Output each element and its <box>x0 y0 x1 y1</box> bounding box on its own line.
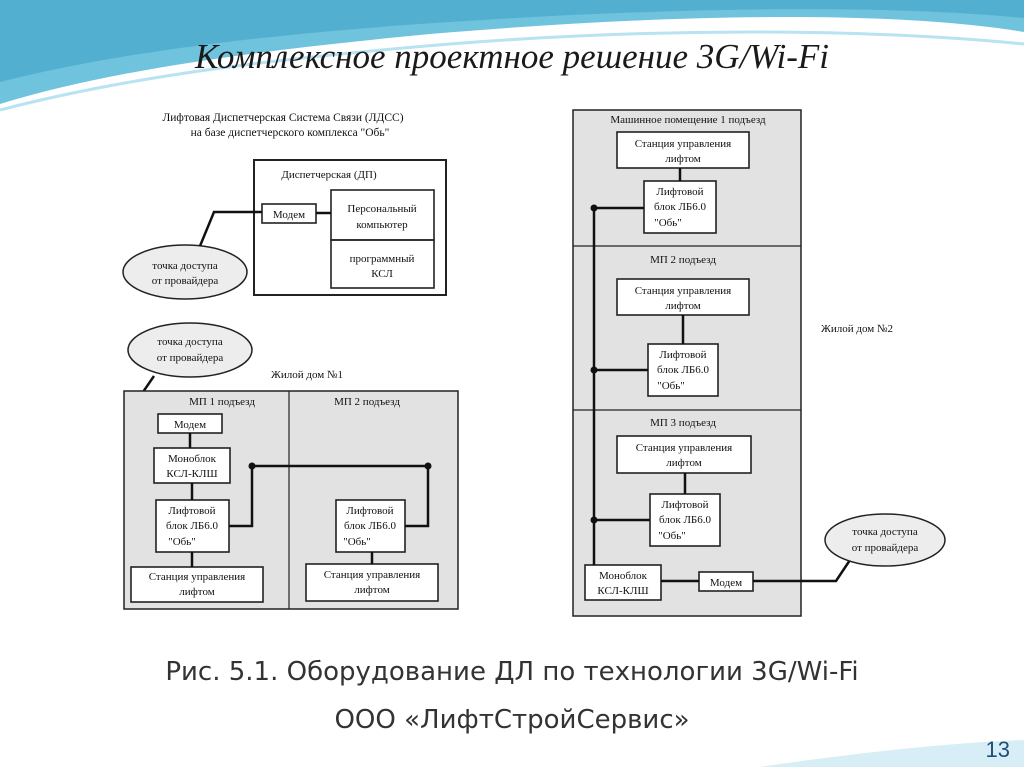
house2-lift-block-2-line2: блок ЛБ6.0 <box>657 364 709 376</box>
house2-lift-block-2 <box>647 343 719 397</box>
house2-lift-block-1-line1: Лифтовой <box>656 186 703 198</box>
house1-station-2 <box>305 563 439 602</box>
house2-label: Жилой дом №2 <box>821 323 893 335</box>
house1-lift-block-2-line3: "Обь" <box>343 536 371 548</box>
house2-lift-block-3-line2: блок ЛБ6.0 <box>659 514 711 526</box>
house1-bus-line <box>229 464 430 528</box>
house1-monoblock-line1: Моноблок <box>168 453 217 465</box>
access-point-top: точка доступа от провайдера <box>122 210 262 300</box>
house2-monoblock-box <box>584 564 662 601</box>
access-point-top-line2: от провайдера <box>152 275 219 287</box>
footer-wave <box>760 740 1024 767</box>
access-point-right-ellipse <box>824 513 946 567</box>
house1-mp1-label: МП 1 подъезд <box>189 396 255 408</box>
house2-lift-block-3-line3: "Обь" <box>658 530 686 542</box>
house2-station-3-line1: Станция управления <box>636 442 733 454</box>
ldss-heading-line1: Лифтовая Диспетчерская Система Связи (ЛД… <box>162 112 403 124</box>
software-box <box>330 239 435 289</box>
house1-junction-1 <box>248 462 256 470</box>
house1-label: Жилой дом №1 <box>271 369 343 381</box>
house1-lift-block-1-line3: "Обь" <box>168 536 196 548</box>
house2-station-1-line1: Станция управления <box>635 138 732 150</box>
house2-station-2-line1: Станция управления <box>635 285 732 297</box>
access-point-left-line1: точка доступа <box>157 336 223 348</box>
dispatch-room-frame <box>253 159 447 296</box>
house1-station-1-line2: лифтом <box>179 586 214 598</box>
house2-junction-3 <box>590 516 598 524</box>
house1-mp2-label: МП 2 подъезд <box>334 396 400 408</box>
access-point-top-ellipse <box>122 244 248 300</box>
access-point-right-line2: от провайдера <box>852 542 919 554</box>
house1-links <box>188 433 430 567</box>
house1-station-1-line1: Станция управления <box>149 571 246 583</box>
house2-lift-block-2-line1: Лифтовой <box>659 349 706 361</box>
house1-station-2-line1: Станция управления <box>324 569 421 581</box>
access-point-right: точка доступа от провайдера <box>824 513 946 567</box>
figure-caption: Рис. 5.1. Оборудование ДЛ по технологии … <box>165 657 859 687</box>
house1: Жилой дом №1 МП 1 подъезд МП 2 подъезд М… <box>123 369 459 610</box>
access-point-right-line1: точка доступа <box>852 526 918 538</box>
house1-modem-label: Модем <box>174 419 206 431</box>
house2-station-3 <box>616 435 752 474</box>
house2-mp3-label: МП 3 подъезд <box>650 417 716 429</box>
house2-station-1 <box>616 131 750 169</box>
house2-mp2-label: МП 2 подъезд <box>650 254 716 266</box>
house2-station-2-line2: лифтом <box>665 300 700 312</box>
header-wave-front <box>0 0 1024 82</box>
house2-lift-block-1-line3: "Обь" <box>654 217 682 229</box>
software-label-line1: программный <box>350 253 415 265</box>
ldss-heading: Лифтовая Диспетчерская Система Связи (ЛД… <box>162 112 403 139</box>
house2-junction-2 <box>590 366 598 374</box>
house1-monoblock-box <box>153 447 231 484</box>
house1-monoblock-line2: КСЛ-КЛШ <box>166 468 217 480</box>
house2-lift-block-2-line3: "Обь" <box>657 380 685 392</box>
house2-station-2 <box>616 278 750 316</box>
house1-junction-2 <box>424 462 432 470</box>
software-label-line2: КСЛ <box>371 268 393 280</box>
access-point-top-link <box>198 210 262 247</box>
house2-station-1-line2: лифтом <box>665 153 700 165</box>
house1-station-1 <box>130 566 264 603</box>
dispatch-room-title: Диспетчерская (ДП) <box>281 169 377 181</box>
house1-station-2-line2: лифтом <box>354 584 389 596</box>
house2-lift-block-1-line2: блок ЛБ6.0 <box>654 201 706 213</box>
house2-monoblock-line1: Моноблок <box>599 570 648 582</box>
dispatch-room: Диспетчерская (ДП) Модем Персональный ко… <box>253 159 447 296</box>
company-caption: ООО «ЛифтСтройСервис» <box>334 705 690 735</box>
access-point-left-line2: от провайдера <box>157 352 224 364</box>
access-point-left-ellipse <box>127 322 253 378</box>
pc-label-line1: Персональный <box>347 203 416 215</box>
ldss-heading-line2: на базе диспетчерского комплекса "Обь" <box>191 127 390 139</box>
house2-lift-block-3-line1: Лифтовой <box>661 499 708 511</box>
house2-modem-provider-link <box>753 559 852 583</box>
house2: Машинное помещение 1 подъезд МП 2 подъез… <box>572 109 893 617</box>
house2-links <box>592 168 852 583</box>
slide-title: Комплексное проектное решение 3G/Wi-Fi <box>194 37 830 76</box>
access-point-top-line1: точка доступа <box>152 260 218 272</box>
pc-box <box>330 189 435 241</box>
house1-lift-block-2-line1: Лифтовой <box>346 505 393 517</box>
house1-lift-block-1-line1: Лифтовой <box>168 505 215 517</box>
house2-station-3-line2: лифтом <box>666 457 701 469</box>
house2-junction-1 <box>590 204 598 212</box>
house2-monoblock-line2: КСЛ-КЛШ <box>597 585 648 597</box>
pc-label-line2: компьютер <box>356 219 408 231</box>
header-wave <box>0 0 1024 112</box>
house2-lift-block-3 <box>649 493 721 547</box>
page-number: 13 <box>985 737 1010 762</box>
house2-machine-room-label: Машинное помещение 1 подъезд <box>610 114 766 126</box>
house2-lift-block-1 <box>643 180 717 234</box>
dispatch-modem-label: Модем <box>273 209 305 221</box>
header-wave-line <box>0 30 1024 112</box>
house2-modem-label: Модем <box>710 577 742 589</box>
house1-lift-block-2-line2: блок ЛБ6.0 <box>344 520 396 532</box>
house1-lift-block-1-line2: блок ЛБ6.0 <box>166 520 218 532</box>
